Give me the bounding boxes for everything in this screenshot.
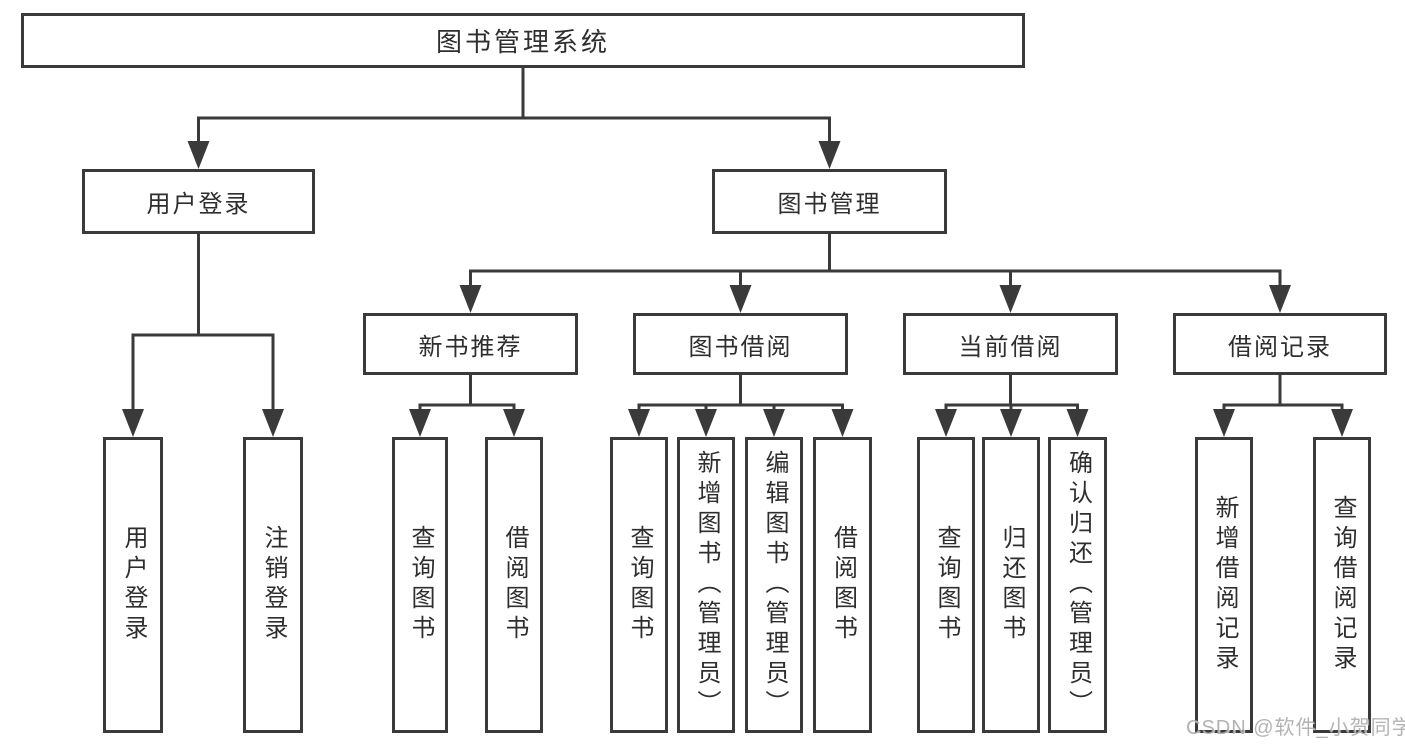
diagram-box-leaf-user-login: 用户登录	[103, 437, 163, 733]
diagram-box-borrow-record: 借阅记录	[1173, 313, 1387, 375]
diagram-box-leaf-bb-add: 新增图书（管理员）	[677, 437, 735, 733]
diagram-box-label: 查询图书	[407, 525, 434, 645]
arrowhead-icon	[409, 409, 431, 437]
diagram-box-leaf-bb-query: 查询图书	[610, 437, 668, 733]
diagram-box-book-borrow: 图书借阅	[633, 313, 848, 375]
arrowhead-icon	[999, 285, 1022, 313]
diagram-box-label: 编辑图书（管理员）	[761, 450, 788, 720]
diagram-box-label: 查询借阅记录	[1329, 495, 1356, 675]
diagram-box-label: 图书管理系统	[435, 27, 610, 57]
diagram-box-label: 用户登录	[146, 191, 251, 218]
arrowhead-icon	[763, 409, 785, 437]
diagram-box-current-borrow: 当前借阅	[903, 313, 1118, 375]
arrowhead-icon	[1066, 409, 1089, 437]
diagram-box-label: 借阅图书	[829, 525, 857, 645]
diagram-box-leaf-cb-confirm: 确认归还（管理员）	[1048, 437, 1107, 733]
arrowhead-icon	[935, 409, 957, 437]
arrowhead-icon	[262, 409, 284, 437]
diagram-box-label: 借阅记录	[1228, 333, 1332, 361]
diagram-box-leaf-cb-query: 查询图书	[917, 437, 975, 733]
diagram-box-label: 查询图书	[626, 525, 653, 645]
arrowhead-icon	[695, 409, 717, 437]
arrowhead-icon	[1000, 409, 1022, 437]
csdn-watermark: CSDN @软件_小贺同学	[1186, 717, 1405, 739]
diagram-box-leaf-rec-borrow: 借阅图书	[485, 437, 543, 733]
arrowhead-icon	[729, 285, 752, 313]
diagram-box-label: 当前借阅	[958, 333, 1063, 361]
diagram-box-label: 借阅图书	[501, 525, 528, 645]
diagram-box-label: 确认归还（管理员）	[1064, 450, 1092, 720]
diagram-box-label: 归还图书	[998, 525, 1025, 645]
arrowhead-icon	[1269, 285, 1291, 313]
arrowhead-icon	[122, 409, 144, 437]
arrowhead-icon	[628, 409, 650, 437]
diagram-box-book-mgmt: 图书管理	[712, 169, 947, 234]
diagram-box-label: 图书管理	[777, 191, 882, 218]
diagram-box-label: 新增图书（管理员）	[693, 450, 720, 720]
arrowhead-icon	[1213, 409, 1235, 437]
diagram-box-label: 用户登录	[120, 525, 147, 645]
diagram-box-leaf-bb-edit: 编辑图书（管理员）	[745, 437, 803, 733]
arrowhead-icon	[1331, 409, 1353, 437]
diagram-box-leaf-bb-borrow: 借阅图书	[813, 437, 872, 733]
diagram-box-new-book-rec: 新书推荐	[363, 313, 578, 375]
diagram-box-leaf-logout: 注销登录	[243, 437, 303, 733]
diagram-box-label: 图书借阅	[688, 333, 793, 361]
diagram-box-leaf-cb-return: 归还图书	[982, 437, 1040, 733]
diagram-box-root: 图书管理系统	[21, 13, 1025, 68]
diagram-box-leaf-br-query: 查询借阅记录	[1313, 437, 1371, 733]
diagram-box-leaf-rec-query: 查询图书	[392, 437, 448, 733]
arrowhead-icon	[503, 409, 525, 437]
diagram-box-label: 新增借阅记录	[1211, 495, 1238, 675]
arrowhead-icon	[187, 141, 210, 169]
diagram-box-label: 查询图书	[933, 525, 960, 645]
arrowhead-icon	[818, 141, 841, 169]
arrowhead-icon	[459, 285, 482, 313]
arrowhead-icon	[831, 409, 854, 437]
diagram-box-leaf-br-add: 新增借阅记录	[1195, 437, 1253, 733]
diagram-box-label: 注销登录	[260, 525, 287, 645]
diagram-box-user-login: 用户登录	[82, 169, 315, 234]
diagram-box-label: 新书推荐	[418, 333, 523, 361]
